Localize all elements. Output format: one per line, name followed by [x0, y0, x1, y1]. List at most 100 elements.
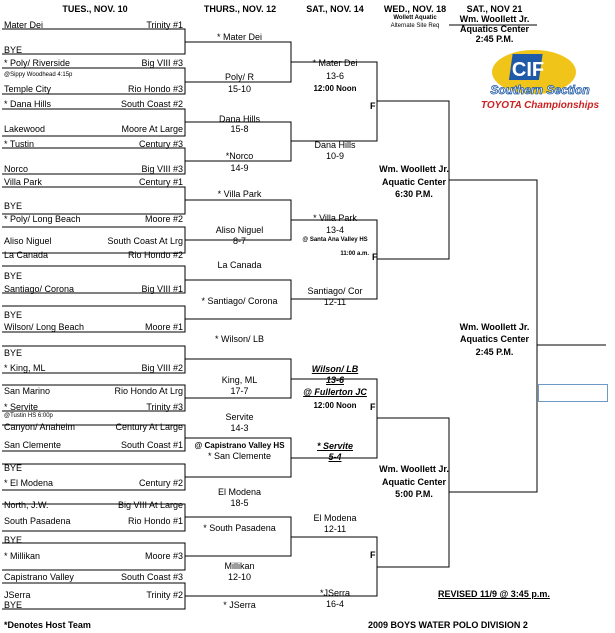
r1-team: JSerra [4, 590, 31, 600]
r3-score: 10-9 [325, 151, 344, 161]
bracket-title: 2009 BOYS WATER POLO DIVISION 2 [368, 620, 528, 630]
r1-team: * Tustin [4, 139, 35, 149]
r1-seed: Century #1 [138, 177, 183, 187]
r1-team: BYE [4, 535, 23, 545]
r1-seed: Trinity #3 [146, 402, 183, 412]
final-header-venue: Wm. Woollett Jr. [459, 14, 530, 24]
final-header-center: Aquatics Center [459, 24, 530, 34]
r1-team: * Millikan [4, 551, 41, 561]
r3-score: 16-4 [325, 599, 344, 609]
r1-seed: South Coast #3 [120, 572, 183, 582]
r3-team: * Servite [316, 441, 354, 451]
r1-team: * King, ML [4, 363, 46, 373]
r3-team: El Modena [313, 513, 357, 523]
r1-team: Capistrano Valley [4, 572, 74, 582]
r3-time: 12:00 Noon [313, 401, 357, 410]
r1-team: BYE [4, 463, 23, 473]
r1-seed: Rio Hondo #3 [127, 84, 183, 94]
logo-ss-text: Southern Section [490, 83, 589, 97]
r1-seed: Big VIII At Large [117, 500, 183, 510]
round1-header: TUES., NOV. 10 [62, 4, 128, 14]
r4-center: Aquatic Center [381, 177, 446, 187]
r1-seed: Moore #3 [144, 551, 183, 561]
r1-team: San Clemente [4, 440, 62, 450]
r1-team: * El Modena [4, 478, 54, 488]
r1-team: BYE [4, 600, 23, 610]
f-marker: F [370, 101, 376, 111]
r2-team: * Wilson/ LB [214, 334, 265, 344]
r1-seed: Big VIII #3 [141, 58, 183, 68]
r1-seed: Rio Hondo #2 [127, 250, 183, 260]
r2-score: 15-8 [230, 124, 249, 134]
f-marker: F [370, 402, 376, 412]
r3-team: Wilson/ LB [311, 364, 359, 374]
r1-seed: Moore #2 [144, 214, 183, 224]
r3-score: 13-4 [325, 225, 344, 235]
r2-score: 14-9 [230, 163, 249, 173]
r2-team: El Modena [217, 487, 262, 497]
r2-team: La Canada [217, 260, 262, 270]
r1-seed: Moore At Large [121, 124, 183, 134]
r1-team: North, J.W. [4, 500, 49, 510]
r1-team: Mater Dei [4, 20, 44, 30]
r1-team: BYE [4, 45, 23, 55]
r1-seed: Trinity #2 [146, 590, 183, 600]
r1-seed: Big VIII #3 [141, 164, 183, 174]
final-venue: Wm. Woollett Jr. [459, 322, 530, 332]
r2-team: * Mater Dei [216, 32, 262, 42]
r2-score: 17-7 [230, 386, 249, 396]
r1-team: BYE [4, 271, 23, 281]
r4-center: Aquatic Center [381, 477, 446, 487]
final-center: Aquatics Center [459, 334, 530, 344]
r2-score: 15-10 [227, 84, 252, 94]
r2-team: Poly/ R [224, 72, 254, 82]
final-time: 2:45 P.M. [475, 347, 514, 357]
r2-score: 8-7 [232, 236, 246, 246]
r1-team: Norco [4, 164, 29, 174]
r4-time: 5:00 P.M. [395, 489, 433, 499]
cif-toyota-logo: CIF Southern Section TOYOTA Championship… [481, 50, 600, 111]
round2-header: THURS., NOV. 12 [203, 4, 277, 14]
r1-team: @Sippy Woodhead 4:15p [4, 72, 73, 78]
r3-site: @ Santa Ana Valley HS [302, 237, 368, 243]
r1-team: Lakewood [4, 124, 46, 134]
r3-site: @ Fullerton JC [303, 387, 367, 397]
r3-team: * Villa Park [313, 213, 357, 223]
r2-score: 12-10 [227, 572, 252, 582]
r1-team: @Tustin HS 6:00p [4, 413, 53, 419]
r1-seed: Big VIII #1 [141, 284, 183, 294]
r3-score: 12-11 [323, 524, 347, 534]
selection-box[interactable] [538, 384, 608, 402]
r1-team: South Pasadena [4, 516, 71, 526]
r2-team: * Santiago/ Corona [201, 296, 278, 306]
r2-team: King, ML [221, 375, 258, 385]
r1-team: * Poly/ Long Beach [4, 214, 81, 224]
r1-team: Santiago/ Corona [4, 284, 75, 294]
r2-team: * JSerra [223, 600, 256, 610]
r1-seed: Rio Hondo At Lrg [114, 386, 183, 396]
final-header: SAT., NOV 21 [466, 4, 523, 14]
r3-score: 12-11 [323, 297, 347, 307]
r3-time: 12:00 Noon [313, 84, 357, 93]
round4-site: Wollett Aquatic [393, 15, 437, 21]
r1-team: Temple City [4, 84, 52, 94]
logo-toyota-text: TOYOTA Championships [481, 100, 600, 111]
r3-score: 5-4 [328, 452, 342, 462]
r3-score: 13-6 [325, 71, 344, 81]
r2-team: Aliso Niguel [215, 225, 264, 235]
round4-note: Alternate Site Req [390, 23, 440, 29]
r4-venue: Wm. Woollett Jr. [379, 164, 449, 174]
r3-score: 13-6 [325, 375, 344, 385]
r4-time: 6:30 P.M. [395, 189, 433, 199]
r1-team: * Poly/ Riverside [4, 58, 71, 68]
r1-team: Wilson/ Long Beach [4, 322, 85, 332]
r1-seed: Trinity #1 [146, 20, 183, 30]
logo-cif-text: CIF [512, 59, 544, 81]
r2-team: *Norco [225, 151, 254, 161]
r2-team: Servite [225, 412, 254, 422]
r1-seed: Big VIII #2 [141, 363, 183, 373]
round4-header: WED., NOV. 18 [383, 4, 447, 14]
r3-team: Dana Hills [314, 140, 356, 150]
r3-team: *JSerra [319, 588, 350, 598]
